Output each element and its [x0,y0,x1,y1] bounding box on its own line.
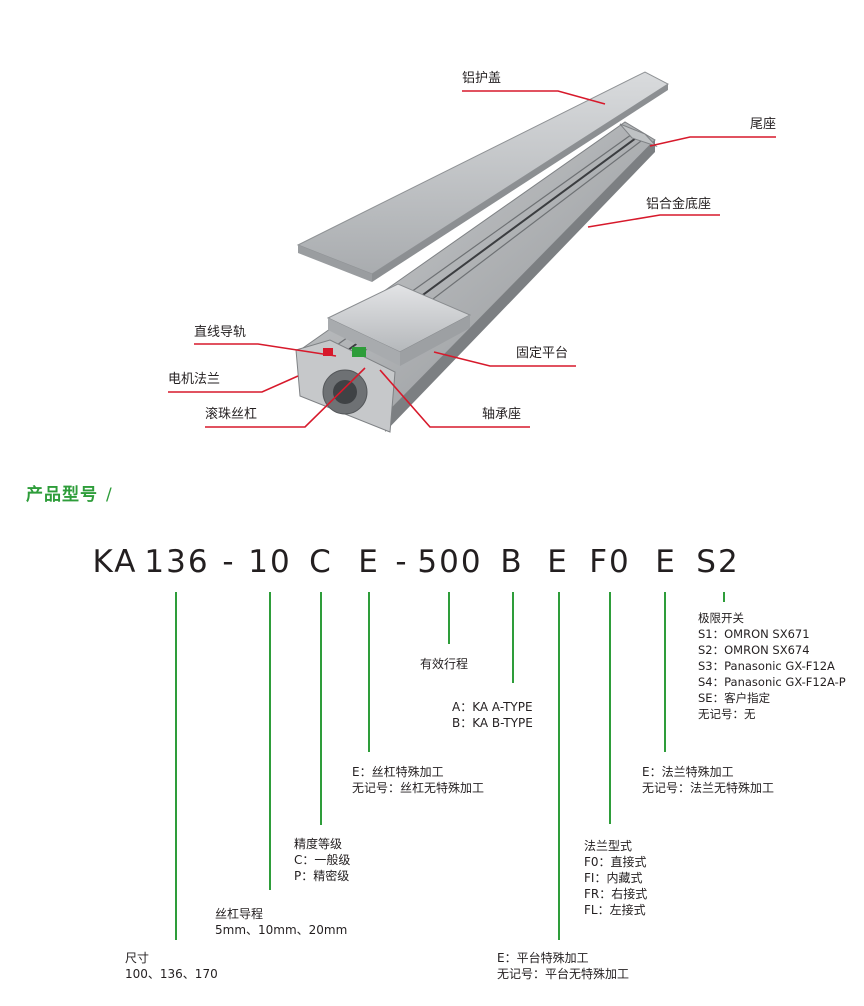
callout-cover: 铝护盖 [462,71,502,86]
aluminium-cover-shape [296,71,669,282]
code-precision: C [309,544,333,580]
code-platform-proc: E [547,544,569,580]
desc-flange-type-fl: FL：左接式 [584,903,646,917]
desc-limit-none: 无记号：无 [698,707,756,721]
desc-stroke: 有效行程 [420,656,468,672]
desc-precision: 精度等级 C：一般级 P：精密级 [294,836,350,884]
desc-flange-type: 法兰型式 F0：直接式 FI：内藏式 FR：右接式 FL：左接式 [584,838,647,918]
code-limit-switch: S2 [696,544,740,580]
section-title: 产品型号 / [26,480,113,505]
desc-precision-c: C：一般级 [294,853,351,867]
desc-platform-proc-none: 无记号：平台无特殊加工 [497,967,630,981]
code-series: KA [92,544,138,580]
code-type: B [500,544,524,580]
section-title-slash: / [106,485,113,505]
desc-flange-proc-e: E：法兰特殊加工 [642,765,734,779]
code-flange-type: F0 [589,544,631,580]
fixed-platform-shape [326,283,472,366]
desc-screw-proc-e: E：丝杠特殊加工 [352,765,444,779]
module-exploded-illustration [168,71,776,433]
code-stroke: 500 [417,544,483,580]
desc-limit-s4: S4：Panasonic GX-F12A-P [698,675,846,689]
callout-lines [168,90,776,428]
desc-limit-switch: 极限开关 S1：OMRON SX671 S2：OMRON SX674 S3：Pa… [698,610,846,722]
desc-size: 尺寸 100、136、170 [125,950,218,982]
desc-flange-proc-none: 无记号：法兰无特殊加工 [642,781,775,795]
callout-rail: 直线导轨 [194,325,247,340]
desc-flange-proc: E：法兰特殊加工 无记号：法兰无特殊加工 [642,764,774,796]
code-dash-1: - [222,544,236,580]
code-flange-proc: E [655,544,677,580]
desc-flange-type-f0: F0：直接式 [584,855,647,869]
desc-lead-values: 5mm、10mm、20mm [215,923,348,937]
desc-type: A：KA A-TYPE B：KA B-TYPE [452,699,533,731]
desc-flange-type-fr: FR：右接式 [584,887,648,901]
desc-type-a: A：KA A-TYPE [452,700,533,714]
desc-limit-s3: S3：Panasonic GX-F12A [698,659,835,673]
desc-precision-p: P：精密级 [294,869,350,883]
desc-precision-title: 精度等级 [294,837,343,851]
desc-limit-s2: S2：OMRON SX674 [698,643,810,657]
desc-screw-proc: E：丝杠特殊加工 无记号：丝杠无特殊加工 [352,764,484,796]
desc-limit-se: SE：客户指定 [698,691,771,705]
motor-flange-block-shape [295,339,396,433]
desc-flange-type-title: 法兰型式 [584,839,633,853]
callout-flange: 电机法兰 [168,372,221,387]
code-leader-lines [175,592,725,940]
desc-flange-type-fi: FI：内藏式 [584,871,643,885]
desc-size-title: 尺寸 [125,951,150,965]
callout-tail-seat: 尾座 [750,117,777,132]
desc-platform-proc: E：平台特殊加工 无记号：平台无特殊加工 [497,950,629,982]
desc-stroke-title: 有效行程 [420,657,469,671]
code-screw-proc: E [358,544,380,580]
callout-screw: 滚珠丝杠 [205,407,258,422]
callout-platform: 固定平台 [516,346,569,361]
desc-lead: 丝杠导程 5mm、10mm、20mm [215,906,347,938]
desc-limit-title: 极限开关 [698,611,744,625]
code-size: 136 [144,544,210,580]
desc-screw-proc-none: 无记号：丝杠无特殊加工 [352,781,485,795]
desc-size-values: 100、136、170 [125,967,218,981]
code-lead: 10 [248,544,292,580]
desc-limit-s1: S1：OMRON SX671 [698,627,810,641]
desc-type-b: B：KA B-TYPE [452,716,533,730]
section-title-text: 产品型号 [26,485,98,505]
tail-seat-shape [619,123,658,148]
desc-lead-title: 丝杠导程 [215,907,264,921]
desc-platform-proc-e: E：平台特殊加工 [497,951,589,965]
code-dash-2: - [395,544,409,580]
callout-bearing: 轴承座 [482,407,522,422]
callout-base: 铝合金底座 [646,197,712,212]
